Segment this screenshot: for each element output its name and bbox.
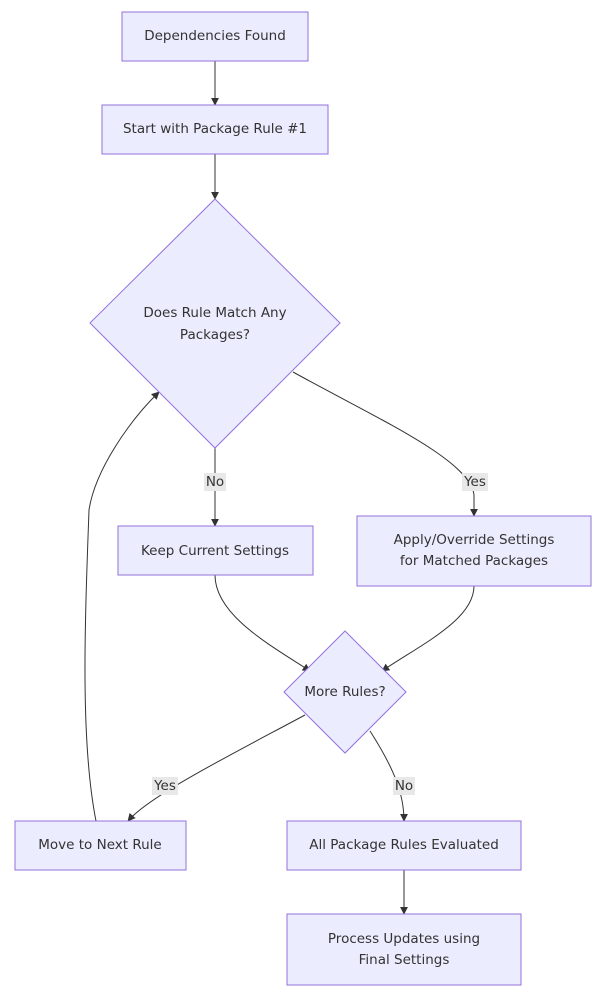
edge-more-to-next: [127, 714, 306, 822]
edge-next-to-match: [84, 391, 160, 822]
node-more-rules: More Rules?: [283, 630, 407, 754]
node-process-updates-line2: Final Settings: [359, 952, 450, 968]
edge-label-more-no: No: [393, 777, 415, 795]
node-all-evaluated: All Package Rules Evaluated: [286, 820, 522, 871]
label-match-no: No: [206, 474, 224, 490]
node-start-rule: Start with Package Rule #1: [101, 104, 329, 155]
node-apply-override-line1: Apply/Override Settings: [394, 532, 555, 548]
node-does-rule-match: Does Rule Match Any Packages?: [89, 198, 341, 449]
node-move-next-rule-label: Move to Next Rule: [38, 837, 161, 853]
node-keep-settings-label: Keep Current Settings: [141, 543, 289, 559]
node-keep-settings: Keep Current Settings: [117, 525, 314, 576]
edge-apply-to-more: [381, 585, 475, 672]
label-match-yes: Yes: [463, 474, 486, 490]
node-apply-override-line2: for Matched Packages: [400, 553, 548, 569]
node-apply-override: Apply/Override Settings for Matched Pack…: [356, 515, 592, 587]
node-move-next-rule: Move to Next Rule: [14, 820, 187, 871]
edge-label-match-yes: Yes: [462, 473, 488, 491]
node-start-rule-label: Start with Package Rule #1: [123, 121, 307, 137]
edge-more-to-all: [369, 730, 408, 822]
label-more-no: No: [395, 778, 413, 794]
node-does-rule-match-line2: Packages?: [180, 327, 250, 343]
node-does-rule-match-line1: Does Rule Match Any: [143, 305, 286, 321]
edge-label-more-yes: Yes: [152, 777, 178, 795]
node-process-updates: Process Updates using Final Settings: [286, 913, 522, 986]
edge-label-match-no: No: [204, 473, 226, 491]
node-dependencies-found: Dependencies Found: [121, 11, 309, 62]
node-process-updates-line1: Process Updates using: [328, 931, 480, 947]
node-dependencies-found-label: Dependencies Found: [144, 28, 286, 44]
label-more-yes: Yes: [153, 778, 176, 794]
edge-match-to-apply: [292, 371, 478, 517]
node-more-rules-label: More Rules?: [304, 684, 385, 700]
node-all-evaluated-label: All Package Rules Evaluated: [309, 837, 499, 853]
edge-keep-to-more: [214, 574, 311, 672]
